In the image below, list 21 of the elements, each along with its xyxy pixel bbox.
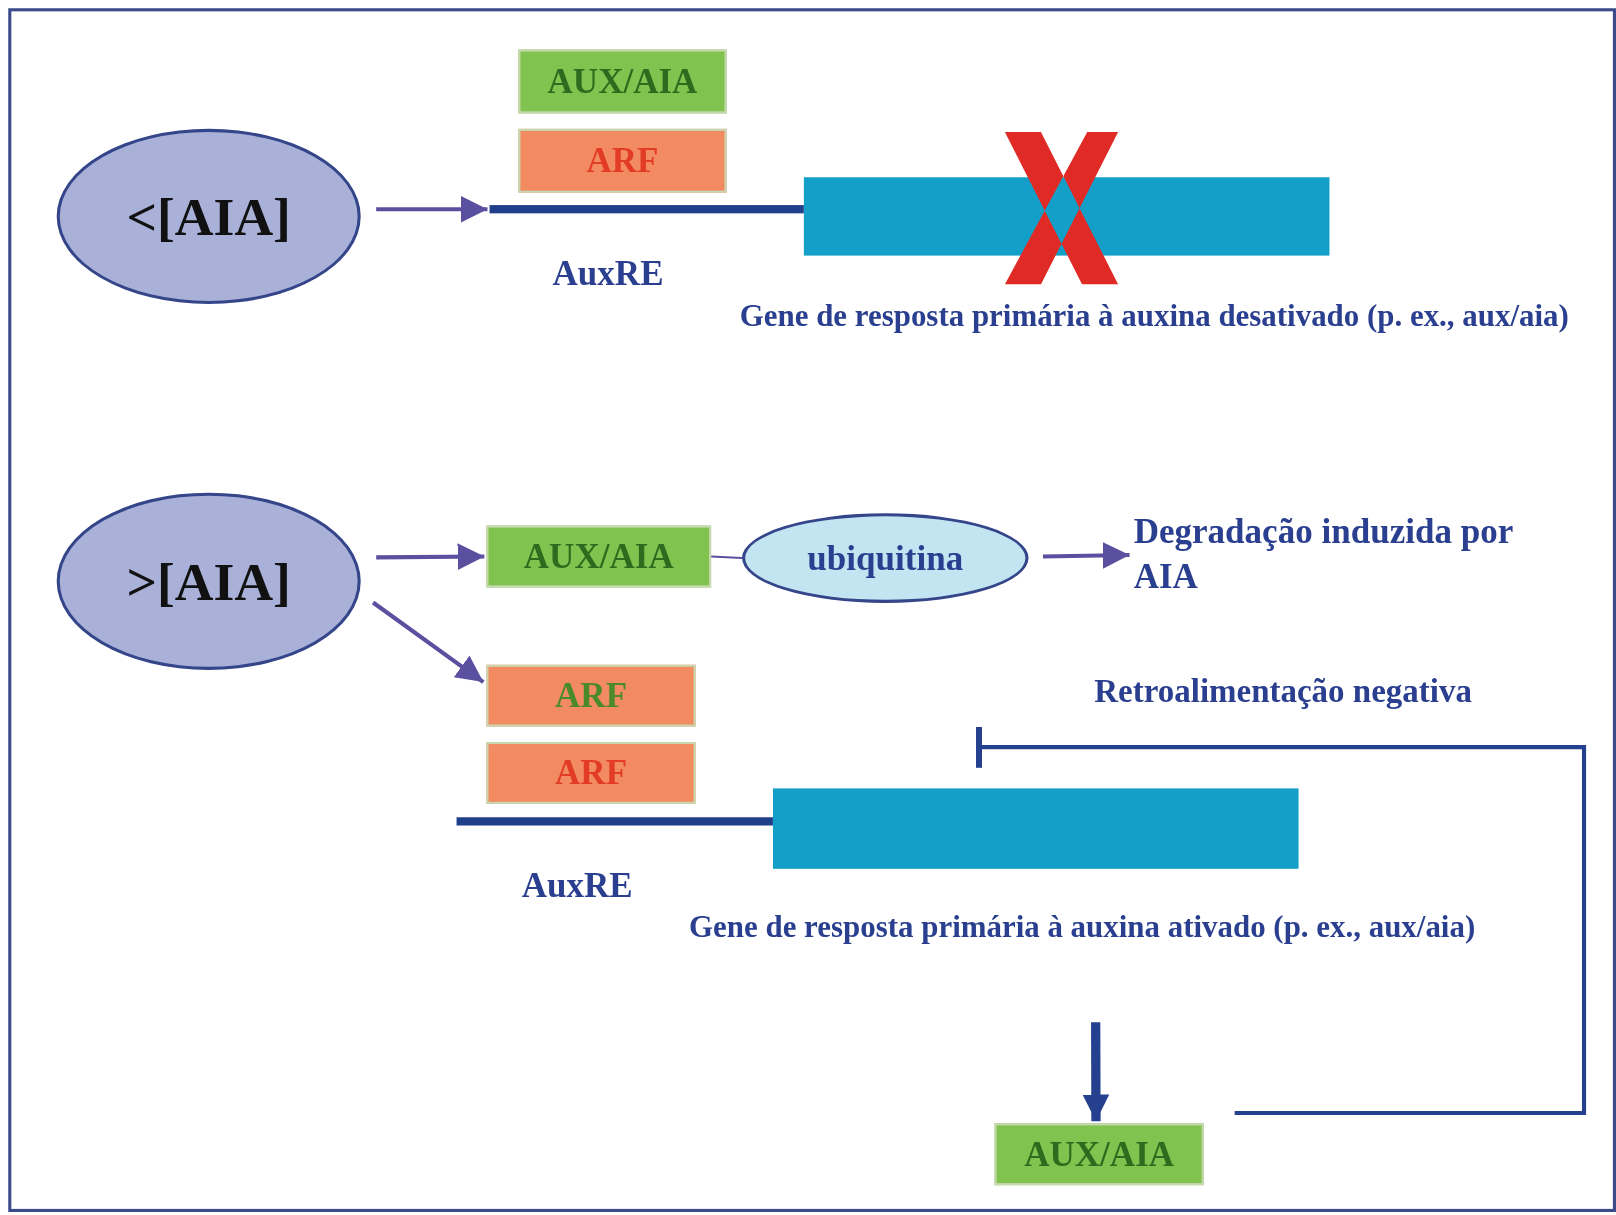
region-label: AuxRE bbox=[520, 864, 634, 906]
protein-box: ARF bbox=[518, 128, 727, 193]
outcome-text: Degradação induzida por AIA bbox=[1133, 502, 1567, 606]
gene-caption: Gene de resposta primária à auxina ativado (p. ex., aux/aia) bbox=[688, 908, 1477, 946]
arrow bbox=[1082, 1022, 1110, 1122]
ellipse-node: <[AIA] bbox=[56, 128, 361, 305]
arrow bbox=[376, 195, 488, 223]
protein-box: AUX/AIA bbox=[994, 1123, 1204, 1186]
protein-box: ARF bbox=[486, 664, 696, 727]
ellipse-node: >[AIA] bbox=[56, 492, 361, 670]
ubiquitin-ellipse: ubiquitina bbox=[742, 513, 1029, 603]
gene-caption: Gene de resposta primária à auxina desativado (p. ex., aux/aia) bbox=[738, 296, 1570, 335]
arrow bbox=[376, 543, 485, 571]
inhibition-line bbox=[975, 726, 1587, 1116]
arrow bbox=[371, 600, 485, 684]
protein-box: AUX/AIA bbox=[518, 49, 727, 114]
region-label: AuxRE bbox=[551, 253, 665, 295]
connector-line bbox=[711, 555, 743, 560]
protein-box: AUX/AIA bbox=[486, 525, 712, 588]
protein-box: ARF bbox=[486, 742, 696, 804]
arrow bbox=[1042, 542, 1130, 569]
